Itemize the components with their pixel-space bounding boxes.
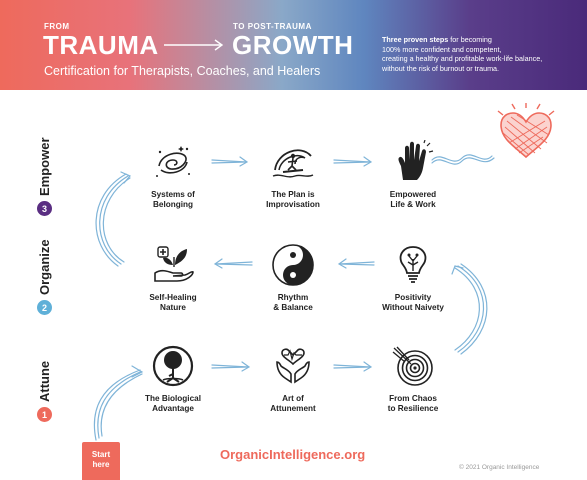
desc-line3: creating a healthy and profitable work-l… — [382, 54, 543, 64]
node-art-of-attunement: Art of Attunement — [243, 344, 343, 414]
start-label-l1: Start — [91, 450, 111, 459]
node-empowered-life-work: Empowered Life & Work — [363, 140, 463, 210]
label-plan: The Plan is Improvisation — [243, 190, 343, 210]
lightbulb-icon — [399, 246, 427, 283]
header-growth: GROWTH — [232, 30, 354, 60]
label-plan-l2: Improvisation — [266, 200, 320, 209]
tree-circle-icon — [152, 345, 194, 387]
label-chaos-l1: From Chaos — [389, 394, 437, 403]
plant-hand-icon — [154, 246, 194, 282]
desc-bold: Three proven steps — [382, 35, 449, 44]
node-systems-of-belonging: Systems of Belonging — [123, 140, 223, 210]
label-systems-l2: Belonging — [152, 200, 194, 209]
label-chaos: From Chaos to Resilience — [363, 394, 463, 414]
surfer-wave-icon — [272, 149, 314, 178]
galaxy-icon — [156, 146, 190, 177]
label-biological: The Biological Advantage — [123, 394, 223, 414]
label-attunement-l1: Art of — [282, 394, 304, 403]
heart-hands-icon — [276, 348, 310, 384]
label-rhythm-l2: & Balance — [273, 303, 313, 312]
heart-icon — [497, 103, 555, 159]
header-description: Three proven steps for becoming 100% mor… — [382, 35, 582, 73]
label-empowered-l2: Life & Work — [390, 200, 436, 209]
label-rhythm: Rhythm & Balance — [243, 293, 343, 313]
label-positivity-l1: Positivity — [394, 293, 432, 302]
label-biological-l1: The Biological — [145, 394, 201, 403]
start-label-l2: here — [92, 460, 110, 469]
arrow-positivity-to-rhythm — [337, 258, 375, 269]
label-positivity: Positivity Without Naivety — [363, 293, 463, 313]
node-positivity-without-naivety: Positivity Without Naivety — [363, 243, 463, 313]
label-empowered: Empowered Life & Work — [363, 190, 463, 210]
label-selfhealing-l1: Self-Healing — [149, 293, 197, 302]
label-plan-l1: The Plan is — [271, 190, 315, 199]
desc-line4: without the risk of burnout or trauma. — [382, 63, 500, 73]
label-chaos-l2: to Resilience — [387, 404, 439, 413]
website-link[interactable]: OrganicIntelligence.org — [220, 447, 366, 462]
yin-yang-icon — [272, 244, 314, 286]
desc-rest: for becoming — [448, 35, 492, 44]
header-banner: FROM TRAUMA TO POST-TRAUMA GROWTH Certif… — [0, 0, 587, 90]
arrow-right-curve — [451, 263, 488, 355]
label-selfhealing-l2: Nature — [160, 303, 186, 312]
label-positivity-l2: Without Naivety — [382, 303, 444, 312]
start-here-button[interactable]: Start here — [82, 442, 120, 480]
label-biological-l2: Advantage — [152, 404, 194, 413]
arrow-start-curve — [93, 365, 144, 441]
arrow-rhythm-to-selfhealing — [213, 258, 253, 269]
node-rhythm-balance: Rhythm & Balance — [243, 243, 343, 313]
desc-line2: 100% more confident and competent, — [382, 44, 502, 54]
header-from: FROM — [44, 22, 70, 31]
arrow-plan-to-empowered — [333, 156, 373, 167]
label-selfhealing: Self-Healing Nature — [123, 293, 223, 313]
label-systems: Systems of Belonging — [123, 190, 223, 210]
copyright-text: © 2021 Organic Intelligence — [459, 464, 540, 471]
header-to-post: TO POST-TRAUMA — [233, 22, 312, 31]
arrow-to-heart — [431, 154, 495, 165]
header-arrow-icon — [164, 39, 224, 51]
node-biological-advantage: The Biological Advantage — [123, 344, 223, 414]
label-systems-l1: Systems of — [151, 190, 195, 199]
node-self-healing-nature: Self-Healing Nature — [123, 243, 223, 313]
node-plan-is-improvisation: The Plan is Improvisation — [243, 140, 343, 210]
label-rhythm-l1: Rhythm — [277, 293, 309, 302]
spiral-icon — [392, 346, 433, 386]
arrow-biological-to-attunement — [211, 361, 251, 372]
arrow-attunement-to-chaos — [333, 361, 373, 372]
header-trauma: TRAUMA — [43, 30, 159, 60]
arrow-left-curve — [95, 171, 131, 267]
header-certification: Certification for Therapists, Coaches, a… — [44, 64, 321, 78]
arrow-systems-to-plan — [211, 156, 249, 167]
node-chaos-to-resilience: From Chaos to Resilience — [363, 344, 463, 414]
raised-hand-icon — [398, 140, 434, 180]
label-empowered-l1: Empowered — [389, 190, 437, 199]
label-attunement: Art of Attunement — [243, 394, 343, 414]
label-attunement-l2: Attunement — [270, 404, 316, 413]
